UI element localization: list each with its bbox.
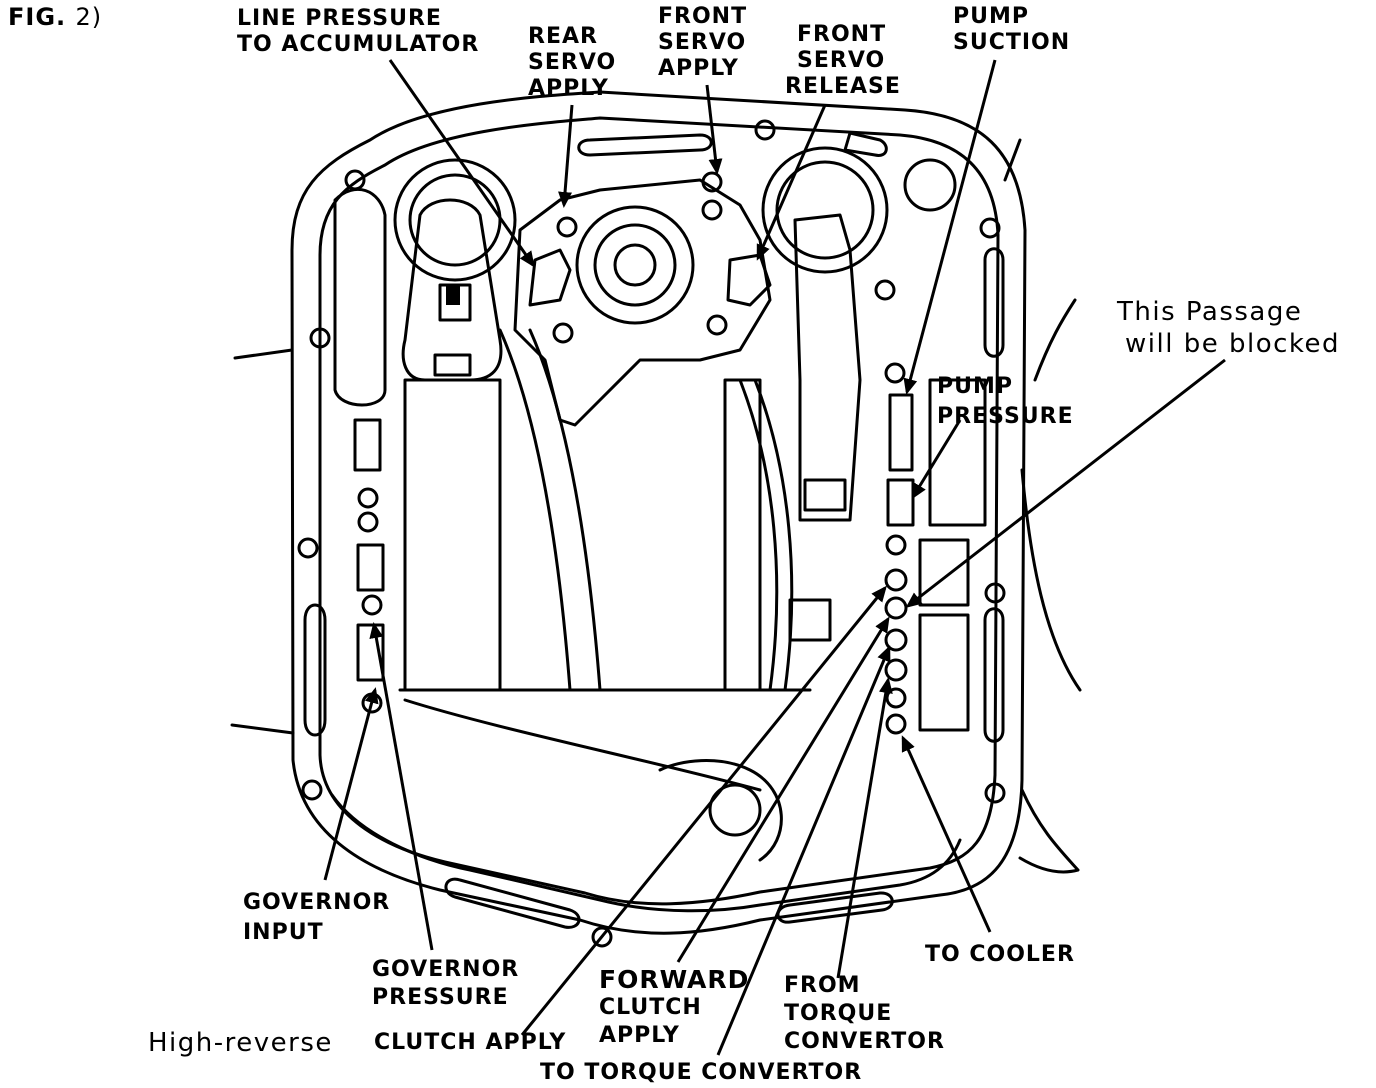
line-pressure-arrow	[388, 59, 535, 268]
label-rear-servo-2: SERVO	[528, 50, 617, 75]
to-torque-arrow	[716, 645, 891, 1056]
pump-pressure-arrow	[911, 419, 962, 500]
label-governor-pressure-1: GOVERNOR	[372, 957, 520, 982]
label-forward-clutch-2: CLUTCH	[599, 995, 702, 1020]
label-to-torque: TO TORQUE CONVERTOR	[540, 1060, 863, 1085]
label-governor-pressure: GOVERNOR PRESSURE	[372, 956, 519, 1012]
label-governor-input: GOVERNOR INPUT	[243, 888, 390, 948]
governor-pressure-arrow	[369, 622, 434, 951]
figure-prefix: FIG.	[8, 3, 67, 31]
gasket-outer-outline	[290, 90, 1027, 935]
label-governor-input-2: INPUT	[243, 920, 324, 945]
label-rear-servo-3: APPLY	[528, 76, 609, 101]
label-pump-pressure: PUMP PRESSURE	[937, 372, 1074, 432]
label-governor-pressure-2: PRESSURE	[372, 985, 509, 1010]
label-from-torque-3: CONVERTOR	[784, 1029, 945, 1054]
label-high-reverse: High-reverse	[148, 1028, 333, 1058]
front-servo-apply-arrow	[705, 84, 723, 175]
left-servo-lever	[401, 198, 503, 382]
label-pump-suction-2: SUCTION	[953, 30, 1071, 55]
right-servo-lever	[793, 213, 862, 522]
label-rear-servo: REAR SERVO APPLY	[528, 24, 616, 102]
label-front-servo-release-2: SERVO	[797, 48, 886, 73]
valve-body-block	[403, 378, 502, 692]
label-to-cooler: TO COOLER	[925, 942, 1075, 967]
figure-number: 2)	[75, 3, 103, 31]
label-front-servo-apply-3: APPLY	[658, 56, 739, 81]
label-rear-servo-1: REAR	[528, 24, 598, 49]
to-cooler-arrow	[901, 735, 992, 933]
gasket-inner-outline	[318, 116, 1000, 906]
from-torque-arrow	[836, 677, 893, 979]
label-line-pressure: LINE PRESSURE TO ACCUMULATOR	[237, 6, 479, 58]
label-front-servo-apply-1: FRONT	[658, 4, 748, 29]
label-pump-pressure-1: PUMP	[937, 374, 1014, 399]
label-front-servo-apply-2: SERVO	[658, 30, 747, 55]
label-passage-note-1: This Passage	[1117, 297, 1303, 327]
passage-arrow	[905, 358, 1226, 608]
label-passage-note-2: will be blocked	[1125, 329, 1341, 359]
label-front-servo-release: FRONT SERVO RELEASE	[785, 22, 901, 100]
forward-clutch-arrow	[676, 616, 890, 963]
label-governor-input-1: GOVERNOR	[243, 890, 391, 915]
label-forward-clutch: FORWARD CLUTCH APPLY	[599, 966, 749, 1050]
label-pump-suction: PUMP SUCTION	[953, 4, 1070, 56]
figure-label: FIG. 2)	[8, 4, 102, 30]
label-line-pressure-2: TO ACCUMULATOR	[237, 32, 480, 57]
governor-input-arrow	[323, 687, 379, 881]
label-from-torque-1: FROM	[784, 973, 861, 998]
label-clutch-apply: CLUTCH APPLY	[374, 1030, 567, 1055]
label-front-servo-release-1: FRONT	[797, 22, 887, 47]
label-front-servo-apply: FRONT SERVO APPLY	[658, 4, 747, 82]
pump-suction-arrow	[903, 59, 997, 395]
label-pump-pressure-2: PRESSURE	[937, 404, 1074, 429]
label-line-pressure-1: LINE PRESSURE	[237, 6, 442, 31]
label-pump-suction-1: PUMP	[953, 4, 1030, 29]
label-forward-clutch-1: FORWARD	[599, 965, 750, 994]
label-front-servo-release-3: RELEASE	[785, 74, 901, 99]
label-passage-note: This Passage will be blocked	[1117, 296, 1340, 360]
label-from-torque-2: TORQUE	[784, 1001, 893, 1026]
front-servo-release-arrow	[756, 104, 827, 261]
high-reverse-arrow	[520, 585, 887, 1036]
pan-lip	[330, 793, 962, 913]
label-forward-clutch-3: APPLY	[599, 1023, 680, 1048]
label-from-torque: FROM TORQUE CONVERTOR	[784, 972, 945, 1056]
rear-servo-arrow	[558, 104, 574, 208]
